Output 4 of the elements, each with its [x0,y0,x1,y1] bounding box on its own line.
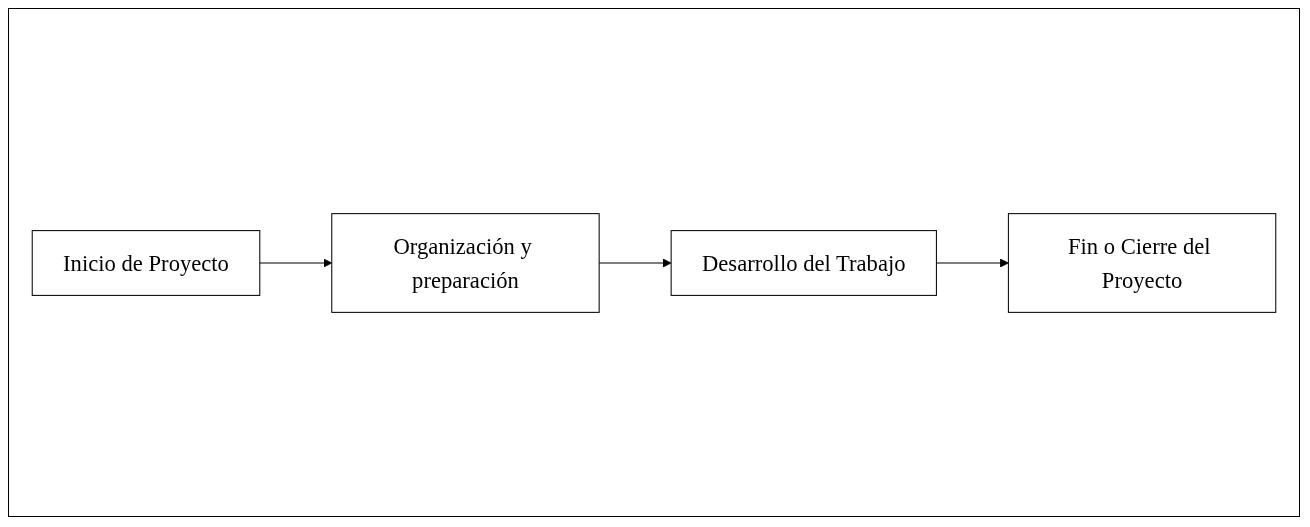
node-box: Organización y preparación [331,212,600,313]
node-box: Fin o Cierre del Proyecto [1007,212,1277,313]
node-box: Inicio de Proyecto [31,229,261,296]
node-box: Desarrollo del Trabajo [670,229,937,296]
